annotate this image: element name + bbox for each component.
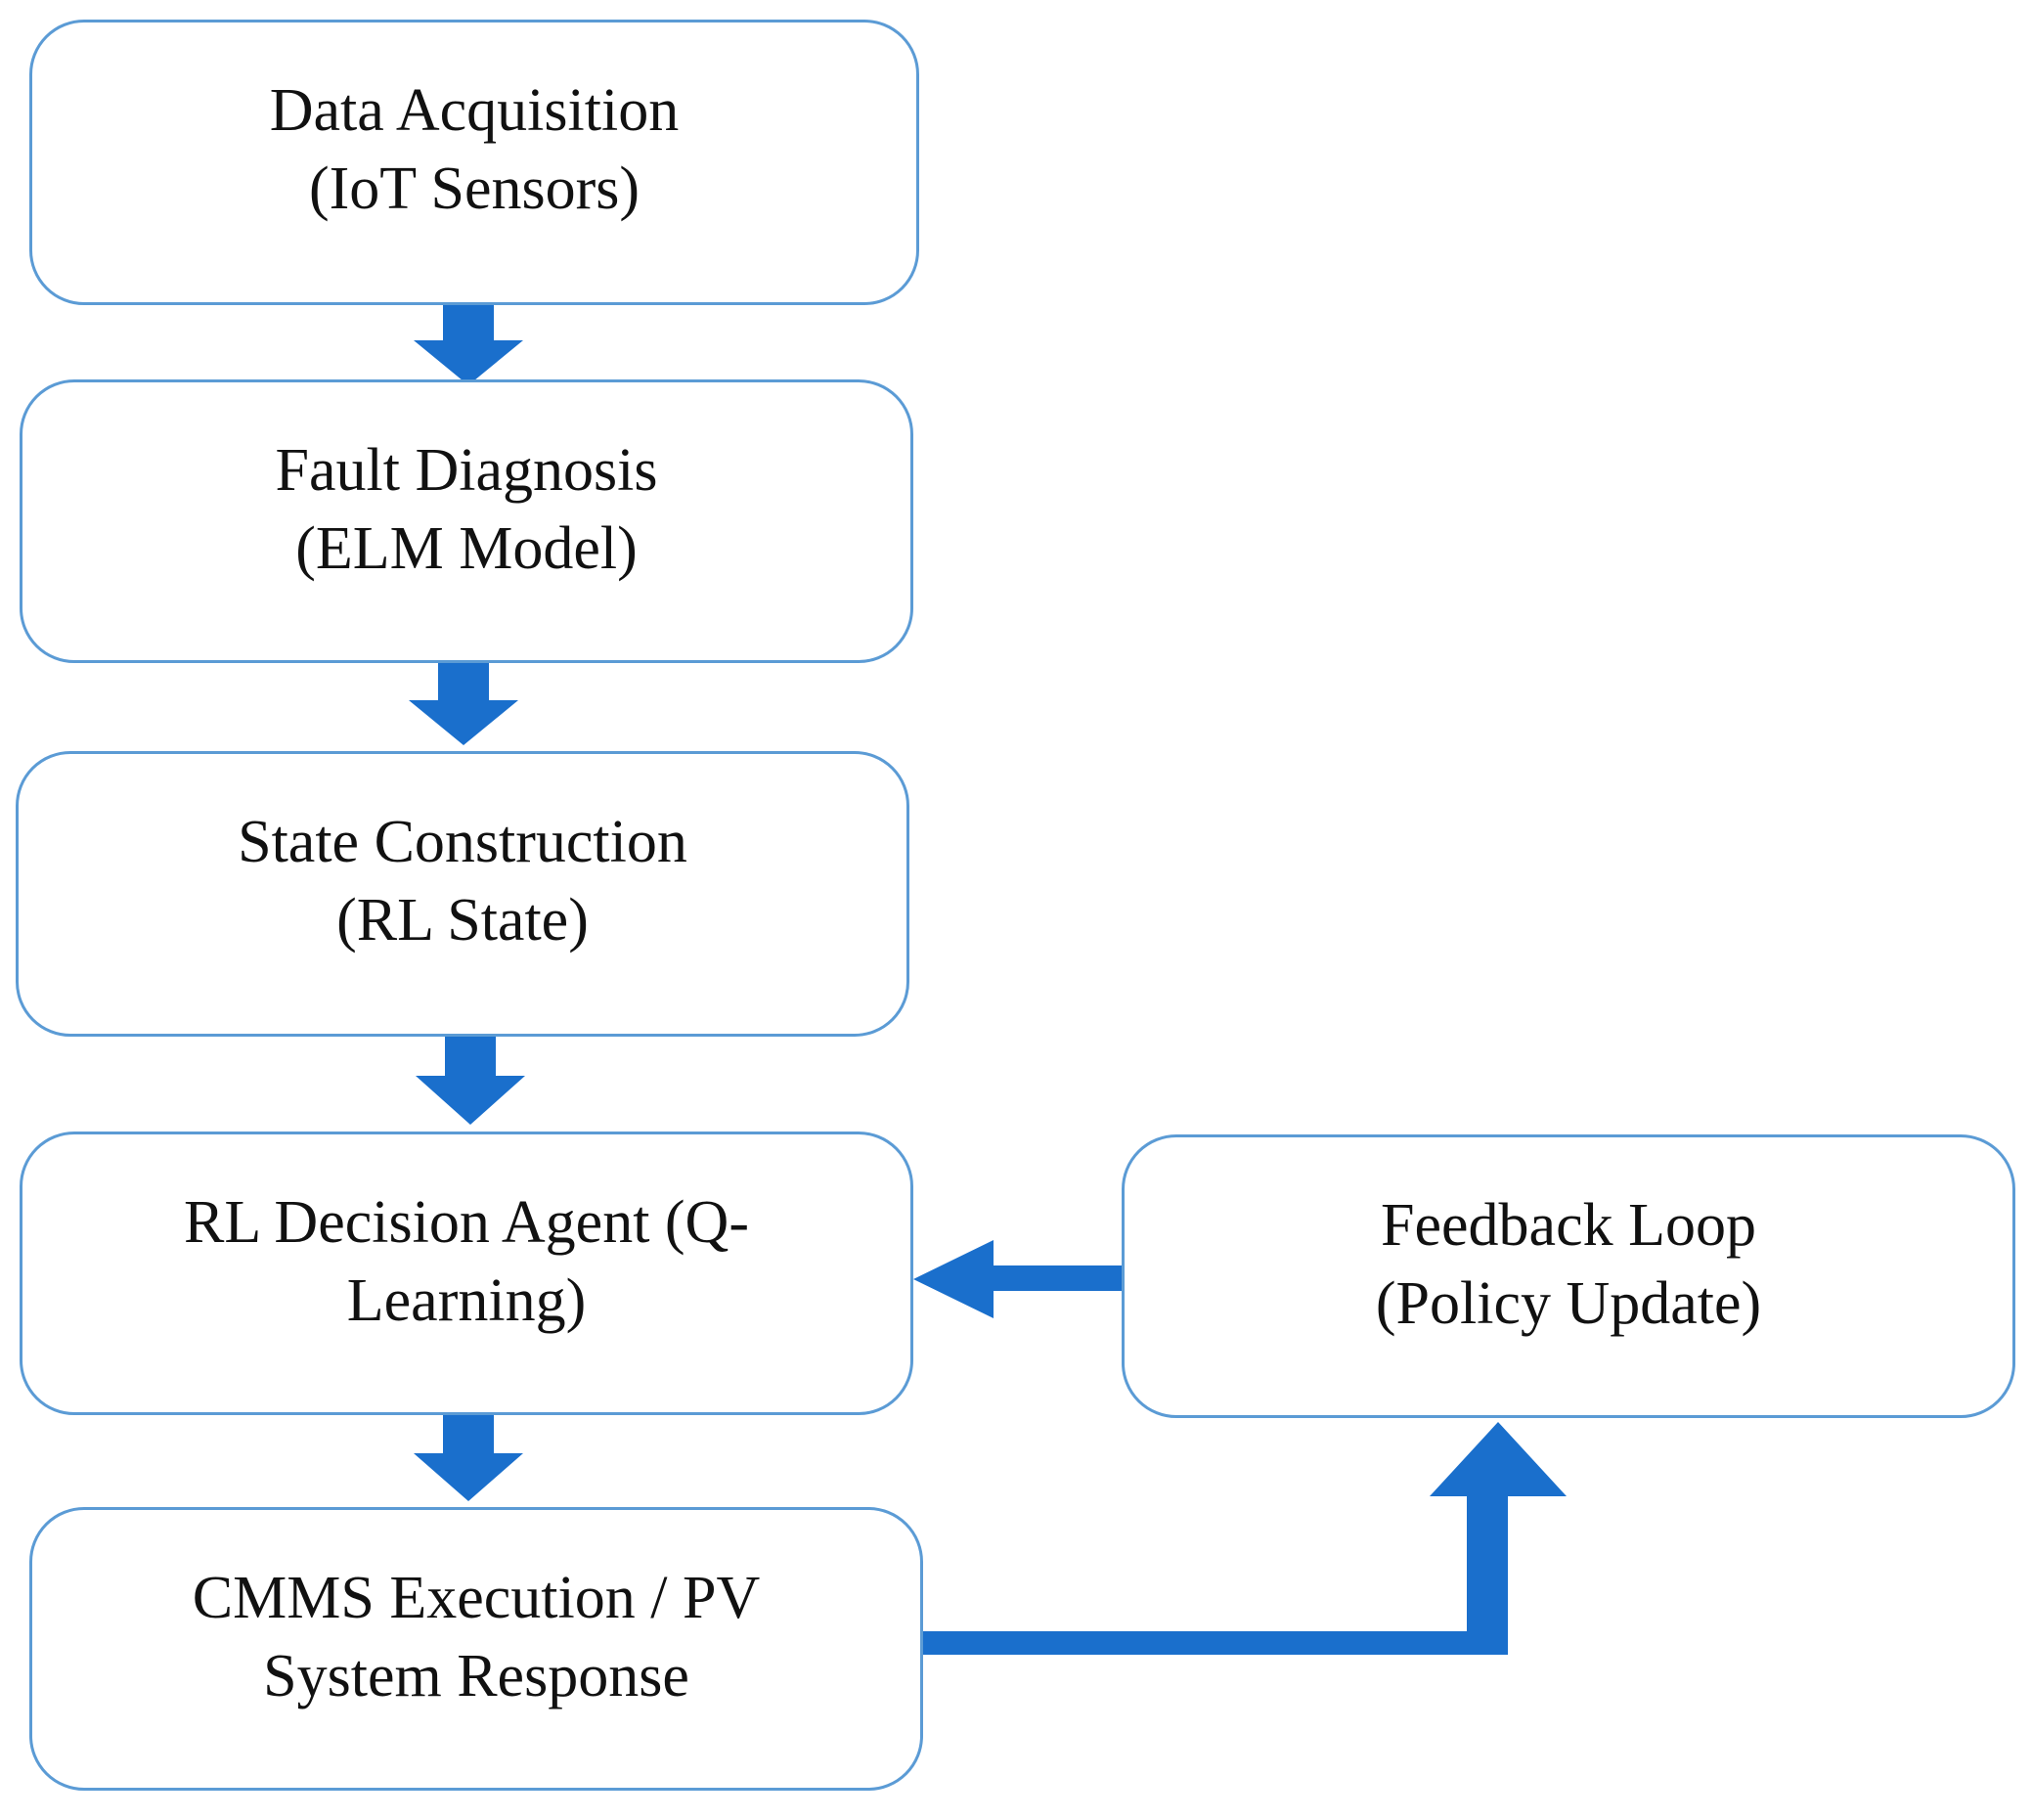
node-fault-diagnosis: Fault Diagnosis (ELM Model) [20, 379, 913, 663]
node-cmms-execution-title: CMMS Execution / PV [192, 1565, 761, 1631]
node-feedback-loop-subtitle: (Policy Update) [1375, 1270, 1762, 1337]
node-data-acquisition-subtitle: (IoT Sensors) [308, 155, 641, 222]
node-cmms-execution-subtitle: System Response [263, 1643, 689, 1709]
node-fault-diagnosis-title: Fault Diagnosis [275, 437, 658, 504]
node-rl-decision-agent: RL Decision Agent (Q- Learning) [20, 1132, 913, 1415]
node-data-acquisition-title: Data Acquisition [269, 77, 680, 144]
arrow-cmms-to-feedback [923, 1422, 1567, 1655]
node-feedback-loop: Feedback Loop (Policy Update) [1122, 1134, 2015, 1418]
node-state-construction-subtitle: (RL State) [336, 887, 589, 954]
node-cmms-execution: CMMS Execution / PV System Response [29, 1507, 923, 1791]
node-rl-decision-agent-title: RL Decision Agent (Q- [184, 1189, 749, 1256]
node-feedback-loop-title: Feedback Loop [1381, 1192, 1756, 1259]
arrow-feedback-to-rl [913, 1240, 1122, 1318]
node-state-construction-title: State Construction [238, 809, 687, 875]
arrow-data-to-fault [414, 305, 523, 385]
arrow-state-to-rl [416, 1037, 525, 1125]
node-data-acquisition: Data Acquisition (IoT Sensors) [29, 20, 919, 305]
arrow-fault-to-state [409, 663, 518, 745]
arrow-rl-to-cmms [414, 1415, 523, 1501]
node-fault-diagnosis-subtitle: (ELM Model) [295, 515, 638, 582]
node-state-construction: State Construction (RL State) [16, 751, 909, 1037]
node-rl-decision-agent-subtitle: Learning) [346, 1267, 587, 1334]
